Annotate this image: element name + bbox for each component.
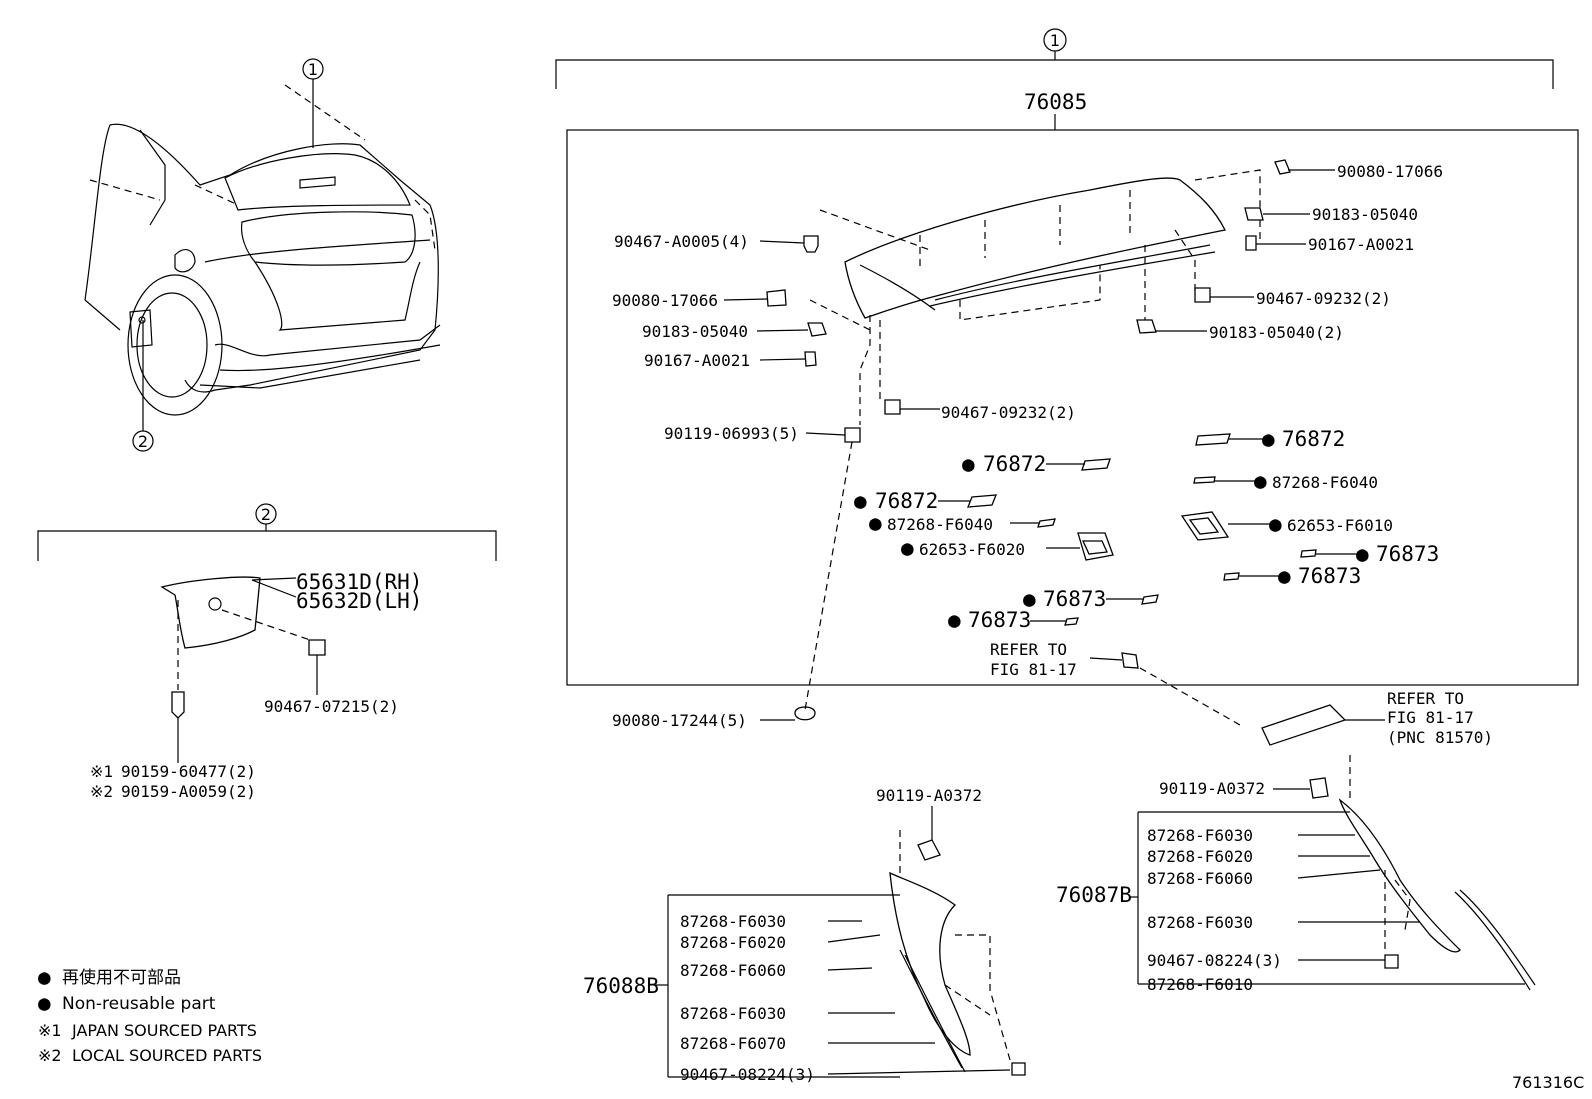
callout-1-vehicle: 1 [302,58,324,148]
bullet-76873-d: ● [1278,564,1291,588]
left-list-4: 87268-F6070 [680,1034,786,1053]
label-90467-09232-mid: 90467-09232(2) [941,403,1076,422]
refer-b-line3: (PNC 81570) [1387,728,1493,747]
label-90183-05040-right: 90183-05040 [1312,205,1418,224]
mudguard-shape [160,576,261,649]
label-76872-b: 76872 [875,489,938,513]
diagram-id: 761316C [1512,1073,1584,1092]
bullet-62653-F6020: ● [901,536,914,560]
bullet-76872-c: ● [1262,427,1275,451]
label-76087B: 76087B [1056,883,1132,907]
callout-1-spoiler: 1 [555,28,1554,89]
label-90167-A0021-right: 90167-A0021 [1308,235,1414,254]
label-90183-05040-left: 90183-05040 [642,322,748,341]
left-list-0: 87268-F6030 [680,912,786,931]
label-65632D: 65632D(LH) [296,589,422,613]
right-list-4: 90467-08224(3) [1147,951,1282,970]
spoiler-body [809,169,1261,425]
tape-shapes [967,433,1317,626]
label-90167-A0021-left: 90167-A0021 [644,351,750,370]
label-62653-F6020: 62653-F6020 [919,540,1025,559]
label-90119-A0372-left: 90119-A0372 [876,786,982,805]
side-spoiler-right: 90119-A0372 [1130,755,1536,991]
legend-note1: JAPAN SOURCED PARTS [71,1021,257,1040]
label-76872-a: 76872 [983,452,1046,476]
legend-note1-mark: ※1 [38,1021,62,1040]
label-90467-07215: 90467-07215(2) [264,697,399,716]
label-90159-60477: 90159-60477(2) [121,762,256,781]
label-76088B: 76088B [583,974,659,998]
bullet-76873-c: ● [1356,542,1369,566]
label-76872-c: 76872 [1282,427,1345,451]
mudguard-group: 2 [37,503,497,763]
bullet-76873-b: ● [948,608,961,632]
svg-text:2: 2 [138,432,148,451]
vehicle-illustration [84,84,441,416]
bullet-76872-a: ● [962,452,975,476]
bullet-87268-F6040-b: ● [1254,469,1267,493]
label-90183-05040-2: 90183-05040(2) [1209,323,1344,342]
label-90119-06993: 90119-06993(5) [664,424,799,443]
label-76873-a: 76873 [1043,587,1106,611]
svg-text:2: 2 [261,505,271,524]
label-90080-17244: 90080-17244(5) [612,711,747,730]
bullet-76873-a: ● [1023,587,1036,611]
legend-bullet-jp: ● [38,965,51,989]
bullet-76872-b: ● [854,489,867,513]
screw-90159 [171,691,185,719]
label-62653-F6010: 62653-F6010 [1287,516,1393,535]
left-list-2: 87268-F6060 [680,961,786,980]
bullet-62653-F6010: ● [1269,512,1282,536]
left-list-1: 87268-F6020 [680,933,786,952]
right-list-3: 87268-F6030 [1147,913,1253,932]
refer-a-line2: FIG 81-17 [990,660,1077,679]
refer-a-line1: REFER TO [990,640,1067,659]
legend-en: Non-reusable part [62,994,216,1014]
leader-lines [723,169,1358,721]
refer-b-line2: FIG 81-17 [1387,708,1474,727]
note-mark-1: ※1 [90,762,113,781]
callout-2-vehicle: 2 [132,320,154,452]
label-65631D: 65631D(RH) [296,570,422,594]
right-list-0: 87268-F6030 [1147,826,1253,845]
right-list-2: 87268-F6060 [1147,869,1253,888]
label-90159-A0059: 90159-A0059(2) [121,782,256,801]
label-90080-17066-right: 90080-17066 [1337,162,1443,181]
fastener-shapes [766,159,1291,721]
legend: ● 再使用不可部品 ● Non-reusable part ※1 JAPAN S… [38,965,262,1065]
legend-note2-mark: ※2 [38,1046,62,1065]
svg-text:1: 1 [1050,31,1060,50]
stop-lamp-shape [1139,667,1385,746]
label-90467-A0005: 90467-A0005(4) [614,232,749,251]
assembly-box-76085 [566,129,1579,686]
label-76873-b: 76873 [968,608,1031,632]
label-76085: 76085 [1024,90,1087,114]
label-87268-F6040-a: 87268-F6040 [887,515,993,534]
legend-jp: 再使用不可部品 [62,967,181,988]
label-90119-A0372-right: 90119-A0372 [1159,779,1265,798]
label-76873-d: 76873 [1298,564,1361,588]
side-spoiler-left: 90119-A0372 [655,786,1026,1078]
clip-90467-07215 [308,639,326,656]
label-87268-F6040-b: 87268-F6040 [1272,473,1378,492]
svg-text:1: 1 [308,60,318,79]
refer-b-line1: REFER TO [1387,689,1464,708]
bullet-87268-F6040-a: ● [869,511,882,535]
label-90467-09232-right: 90467-09232(2) [1256,289,1391,308]
right-list-5: 87268-F6010 [1147,975,1253,994]
right-list-1: 87268-F6020 [1147,847,1253,866]
label-90080-17066-left: 90080-17066 [612,291,718,310]
label-76873-c: 76873 [1376,542,1439,566]
left-list-3: 87268-F6030 [680,1004,786,1023]
note-mark-2: ※2 [90,782,113,801]
left-list-5: 90467-08224(3) [680,1065,815,1084]
legend-note2: LOCAL SOURCED PARTS [72,1046,262,1065]
legend-bullet-en: ● [38,991,51,1015]
